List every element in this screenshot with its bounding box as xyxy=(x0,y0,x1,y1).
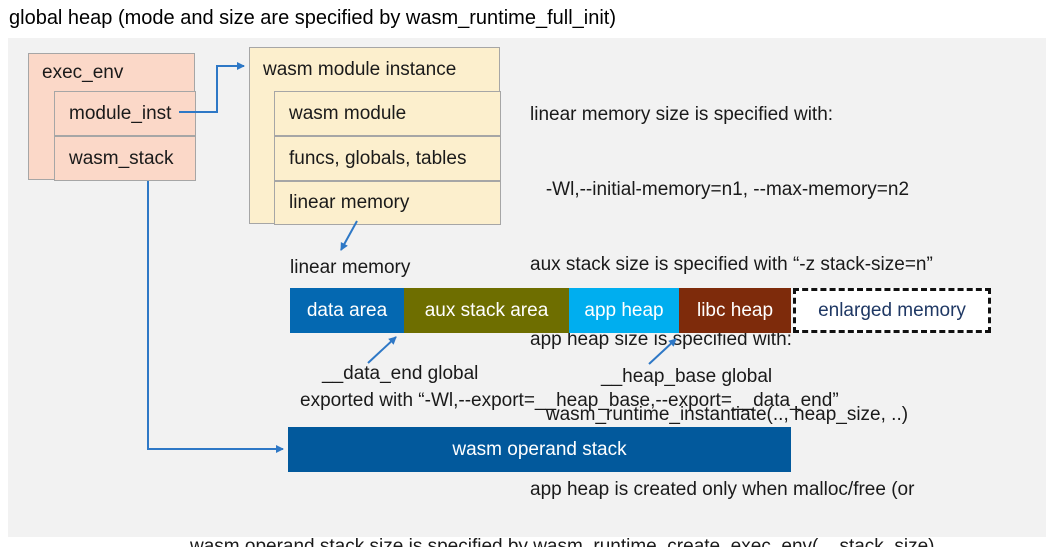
note-line: aux stack size is specified with “-z sta… xyxy=(530,254,933,275)
module-inst-row: module_inst xyxy=(54,91,196,136)
operand-stack-notes: wasm operand stack size is specified by … xyxy=(190,479,935,547)
wasm-stack-row: wasm_stack xyxy=(54,136,196,181)
note-line: linear memory size is specified with: xyxy=(530,104,834,125)
note-line: wasm_runtime_instantiate(.., heap_size, … xyxy=(530,404,909,425)
segment-app-heap: app heap xyxy=(569,288,679,333)
linear-memory-row: linear memory xyxy=(274,181,501,225)
funcs-globals-tables-row: funcs, globals, tables xyxy=(274,136,501,181)
module-instance-header: wasm module instance xyxy=(263,58,457,80)
linear-memory-label: linear memory xyxy=(290,257,411,278)
footer-line: wasm operand stack size is specified by … xyxy=(190,536,935,547)
exec-env-header: exec_env xyxy=(42,61,124,83)
note-line: -Wl,--initial-memory=n1, --max-memory=n2 xyxy=(530,179,910,200)
memory-size-notes: linear memory size is specified with: -W… xyxy=(530,52,933,547)
note-line: app heap size is specified with: xyxy=(530,329,792,350)
wasm-operand-stack-bar: wasm operand stack xyxy=(288,427,791,472)
export-flags-label: exported with “-Wl,--export=__heap_base,… xyxy=(300,390,839,411)
segment-enlarged-memory: enlarged memory xyxy=(793,288,991,333)
heap-base-global-label: __heap_base global xyxy=(601,366,773,387)
segment-aux-stack-area: aux stack area xyxy=(404,288,569,333)
segment-data-area: data area xyxy=(290,288,404,333)
data-end-global-label: __data_end global xyxy=(322,363,479,384)
linear-memory-bar: data area aux stack area app heap libc h… xyxy=(290,288,991,333)
diagram-title: global heap (mode and size are specified… xyxy=(9,7,616,29)
module-instance-box: wasm module instance wasm module funcs, … xyxy=(249,47,501,225)
note-line: app heap is created only when malloc/fre… xyxy=(530,479,915,500)
segment-libc-heap: libc heap xyxy=(679,288,791,333)
wasm-module-row: wasm module xyxy=(274,91,501,136)
exec-env-box: exec_env module_inst wasm_stack xyxy=(28,53,196,181)
